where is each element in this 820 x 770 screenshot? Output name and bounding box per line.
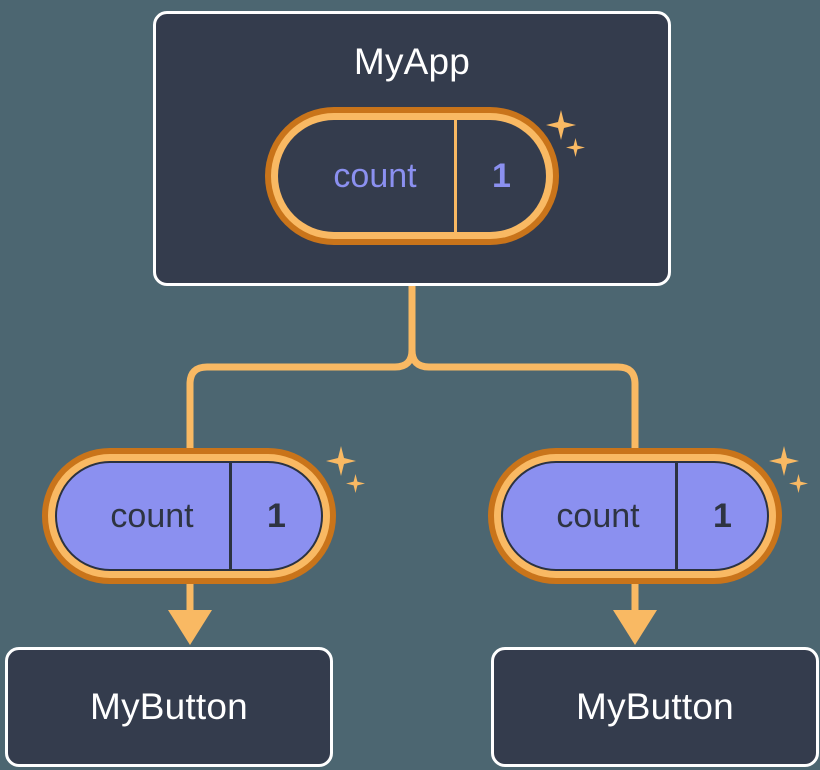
state-value-child-right: 1 [675, 463, 767, 569]
state-pill-myapp-body: count 1 [278, 120, 546, 232]
state-pill-myapp[interactable]: count 1 [265, 107, 559, 245]
arrow-head-right [613, 610, 657, 645]
state-pill-child-left[interactable]: count 1 [42, 448, 336, 584]
arrow-head-left [168, 610, 212, 645]
state-pill-child-left-body: count 1 [55, 461, 323, 571]
connector-branch-left [186, 349, 416, 450]
state-pill-child-right-ring: count 1 [494, 454, 776, 578]
connector-branch-right [408, 349, 639, 450]
state-value-child-left: 1 [229, 463, 321, 569]
state-pill-child-right-body: count 1 [501, 461, 769, 571]
state-value-myapp: 1 [454, 120, 546, 232]
sparkle-icon [769, 446, 799, 476]
state-key-myapp: count [333, 156, 417, 195]
component-mybutton-left-label: MyButton [90, 686, 248, 727]
state-pill-child-right[interactable]: count 1 [488, 448, 782, 584]
component-mybutton-right[interactable]: MyButton [491, 647, 819, 767]
sparkle-icon [789, 474, 808, 493]
component-mybutton-left[interactable]: MyButton [5, 647, 333, 767]
sparkle-icon [326, 446, 356, 476]
component-myapp-label: MyApp [353, 41, 471, 82]
state-pill-child-left-ring: count 1 [48, 454, 330, 578]
state-key-child-left: count [110, 496, 194, 535]
component-mybutton-right-label: MyButton [576, 686, 734, 727]
sparkle-icon [346, 474, 365, 493]
state-pill-myapp-ring: count 1 [271, 113, 553, 239]
state-key-child-right: count [556, 496, 640, 535]
